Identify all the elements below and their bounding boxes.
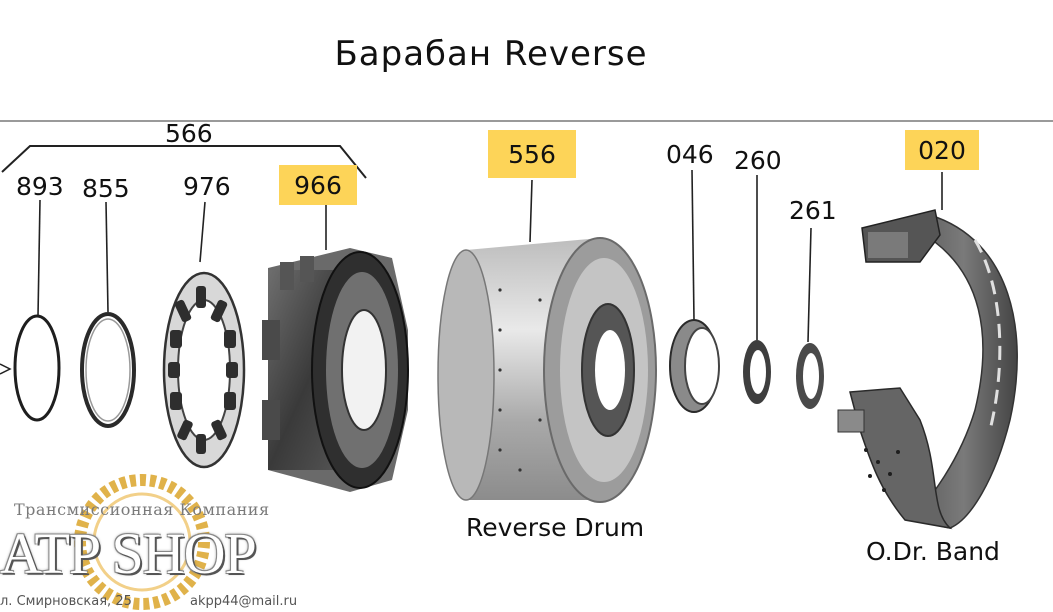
part-label-261: 261 (789, 196, 837, 225)
logo-address: л. Смирновская, 25 (0, 594, 132, 609)
part-label-556: 556 (488, 130, 576, 178)
part-855-ring (80, 312, 136, 428)
part-label-046: 046 (666, 140, 714, 169)
page-title: Барабан Reverse (334, 34, 648, 74)
part-label-893: 893 (16, 172, 64, 201)
logo-brand: ATP SHOP (0, 521, 257, 586)
part-label-260: 260 (734, 146, 782, 175)
part-261-washer (796, 343, 824, 409)
part-label-976: 976 (183, 172, 231, 201)
part-label-020: 020 (905, 130, 979, 170)
logo-gear-icon (74, 474, 210, 610)
part-label-966: 966 (279, 165, 357, 205)
caption-reverse-drum: Reverse Drum (466, 513, 645, 542)
group-bracket-566 (1, 145, 367, 179)
part-556-reverse-drum (437, 237, 657, 503)
part-976-spring-plate (162, 271, 246, 469)
group-label-566: 566 (165, 119, 213, 148)
leader-lines (37, 169, 943, 343)
logo-email: akpp44@mail.ru (190, 594, 298, 609)
title-divider (0, 120, 1053, 122)
part-046-ring (669, 319, 720, 413)
part-020-band (837, 209, 1018, 530)
part-260-washer (743, 340, 771, 404)
part-966-piston (262, 248, 409, 492)
part-label-855: 855 (82, 174, 130, 203)
logo-company-name: Трансмиссионная Компания (14, 500, 270, 519)
arrow-icon (0, 363, 12, 375)
part-893-snap-ring (13, 314, 61, 422)
caption-od-band: O.Dr. Band (866, 537, 1000, 566)
